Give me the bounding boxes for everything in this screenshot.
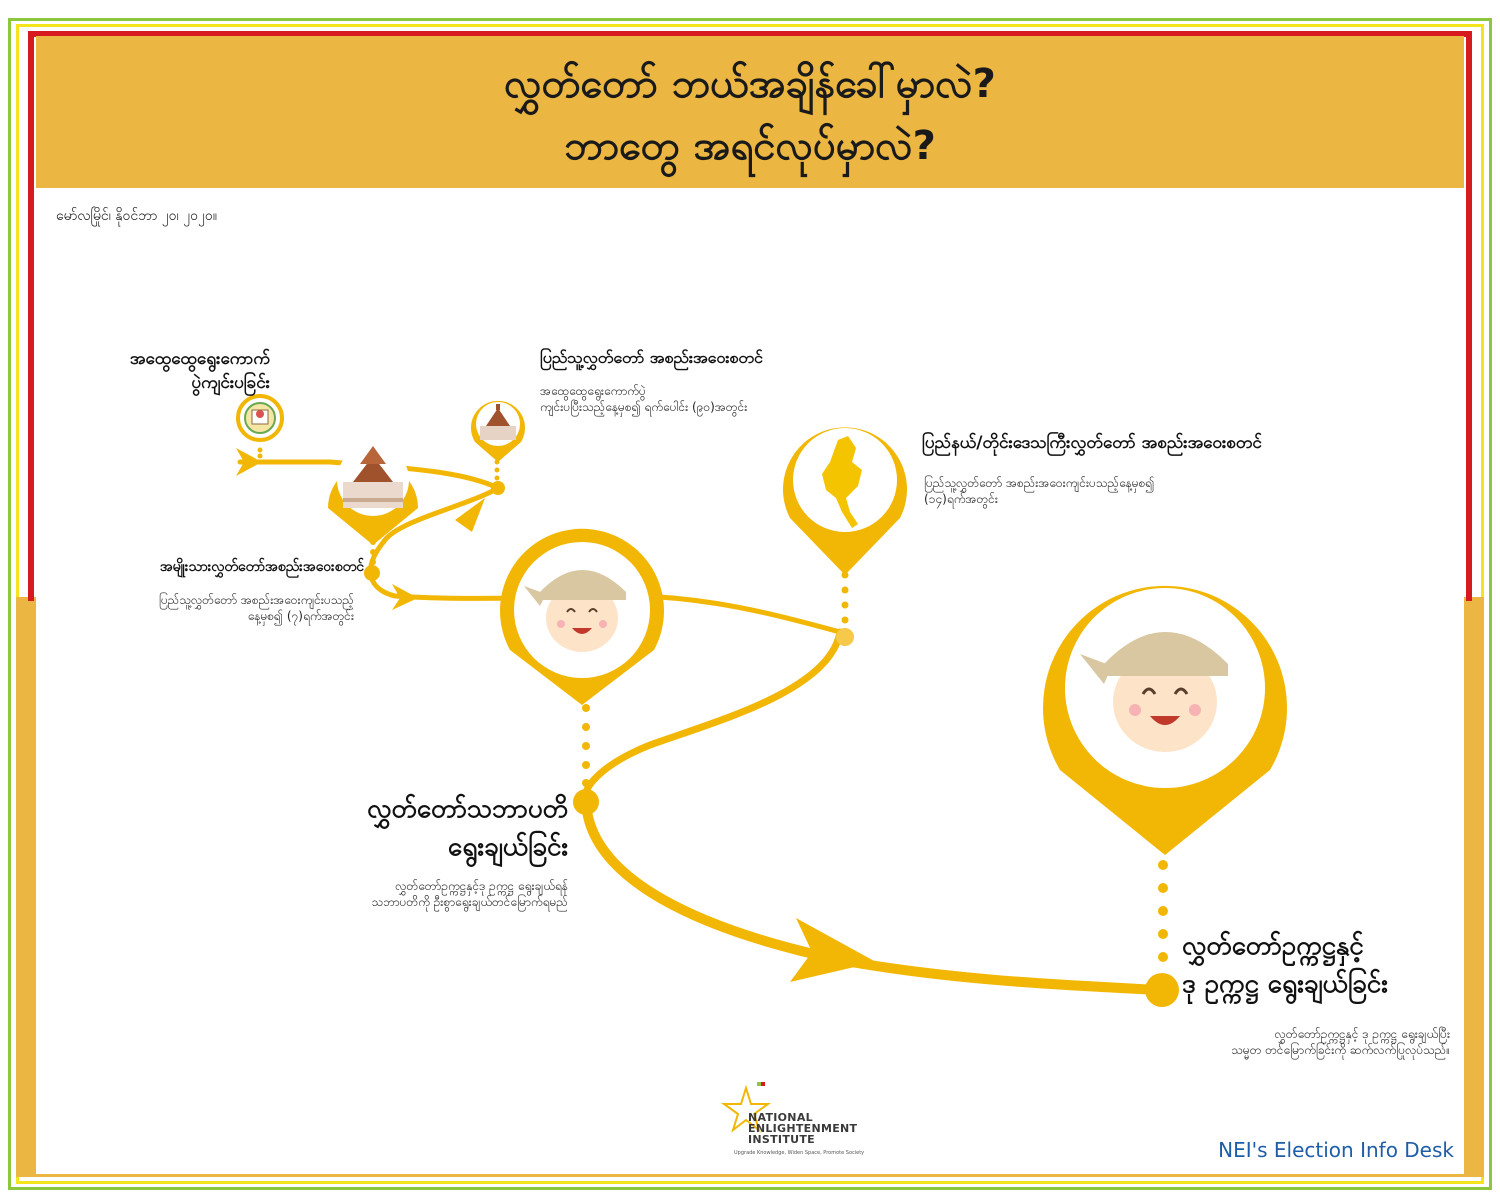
myanmar-map-icon [783, 427, 907, 575]
step-amyotha-session-desc: ပြည်သူ့လွှတ်တော် အစည်းအဝေးကျင်းပသည့် နေ့… [158, 593, 354, 623]
page-title-line1: လွှတ်တော် ဘယ်အချိန်ခေါ်မှာလဲ? [504, 61, 996, 107]
smiling-boy-avatar-icon [1042, 585, 1287, 855]
parliament-building-icon [471, 400, 525, 462]
step-pyithu-session-title: ပြည်သူ့လွှတ်တော် အစည်းအဝေးစတင် [540, 348, 763, 367]
step-general-election-title: အထွေထွေရွေးကောက် ပွဲကျင်းပခြင်း [129, 349, 270, 393]
star-logo-icon [720, 1082, 772, 1133]
logo-tagline: Upgrade Knowledge, Widen Space, Promote … [734, 1150, 865, 1156]
logo-line2: ENLIGHTENMENT [748, 1122, 858, 1135]
timeline-path [237, 459, 1165, 995]
ballot-election-icon [236, 394, 284, 442]
nei-logo-text: NATIONAL ENLIGHTENMENT INSTITUTE [748, 1112, 857, 1145]
dateline: မော်လမြိုင်၊ နိုဝင်ဘာ ၂၀၊ ၂၀၂၀။ [56, 208, 217, 224]
step-amyotha-session-title: အမျိုးသားလွှတ်တော်အစည်းအဝေးစတင် [159, 559, 364, 575]
step-state-region-session-desc: ပြည်သူ့လွှတ်တော် အစည်းအဝေးကျင်းပသည့်နေ့မ… [924, 476, 1155, 506]
page-title-line2: ဘာတွေ အရင်လုပ်မှာလဲ? [564, 123, 936, 169]
step-speaker-desc: လွှတ်တော်ဥက္ကဋ္ဌနှင့် ဒု ဥက္ကဋ္ဌ ရွေးချယ… [1231, 1027, 1450, 1057]
footer-desk-label: NEI's Election Info Desk [1218, 1138, 1454, 1162]
outer-green-border [8, 18, 1492, 1190]
step-dots [364, 481, 1179, 1007]
smiling-boy-avatar-icon [499, 528, 665, 705]
path-arrowheads [236, 448, 876, 982]
step-chairperson-desc: လွှတ်တော်ဥက္ကဋ္ဌနှင့်ဒု ဥက္ကဋ္ဌ ရွေးချယ်… [371, 879, 568, 909]
parliament-building-icon [328, 444, 418, 545]
red-border [28, 31, 1472, 601]
step-state-region-session-title: ပြည်နယ်/တိုင်းဒေသကြီးလွှတ်တော် အစည်းအဝေး… [922, 433, 1262, 453]
title-band [36, 36, 1464, 188]
logo-line3: INSTITUTE [748, 1133, 815, 1146]
step-chairperson-title: လွှတ်တော်သဘာပတိ ရွေးချယ်ခြင်း [367, 794, 568, 862]
step-pyithu-session-desc: အထွေထွေရွေးကောက်ပွဲ ကျင်းပပြီးသည့်နေ့မှစ… [540, 384, 748, 414]
step-speaker-title: လွှတ်တော်ဥက္ကဋ္ဌနှင့် ဒု ဥက္ကဋ္ဌ ရွေးချယ… [1182, 931, 1388, 999]
logo-line1: NATIONAL [748, 1111, 813, 1124]
